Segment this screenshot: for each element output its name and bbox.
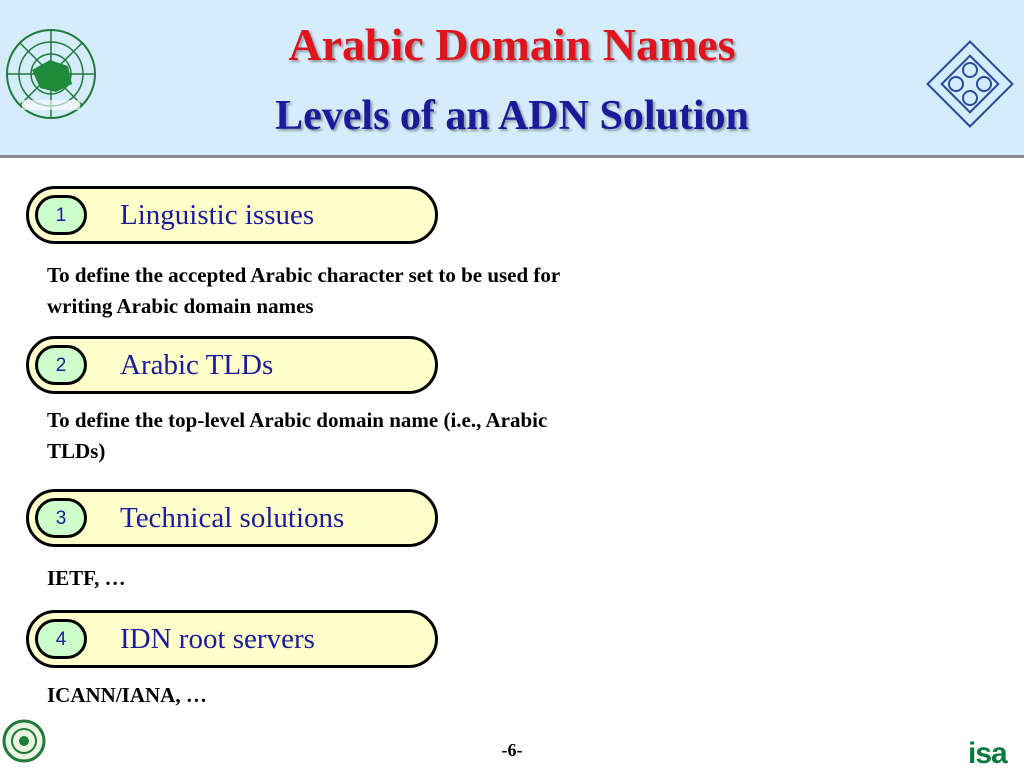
level-2-label: Arabic TLDs [120,349,274,381]
slide-header: Arabic Domain Names Levels of an ADN Sol… [0,0,1024,158]
level-1-pill: 1 Linguistic issues [26,186,438,244]
level-1-number-badge: 1 [35,195,87,235]
level-3-label: Technical solutions [120,502,345,534]
slide-subtitle: Levels of an ADN Solution [275,93,749,139]
isa-brand-logo: isa [968,737,1008,770]
level-2-pill: 2 Arabic TLDs [26,336,438,394]
arab-league-emblem [2,719,46,763]
level-4-label: IDN root servers [120,623,315,655]
level-3-pill: 3 Technical solutions [26,489,438,547]
kacst-logo [926,40,1014,128]
level-1-description: To define the accepted Arabic character … [47,263,560,318]
level-1-label: Linguistic issues [120,199,315,231]
level-2-number-badge: 2 [35,345,87,385]
slide-title: Arabic Domain Names [288,19,736,70]
level-3-number-badge: 3 [35,498,87,538]
level-3-description: IETF, … [47,566,126,590]
level-4-description: ICANN/IANA, … [47,683,207,707]
page-number: -6- [501,740,523,760]
level-4-number-badge: 4 [35,619,87,659]
level-4-pill: 4 IDN root servers [26,610,438,668]
level-2-description: To define the top-level Arabic domain na… [47,408,548,463]
saudi-network-globe-logo [6,29,96,119]
